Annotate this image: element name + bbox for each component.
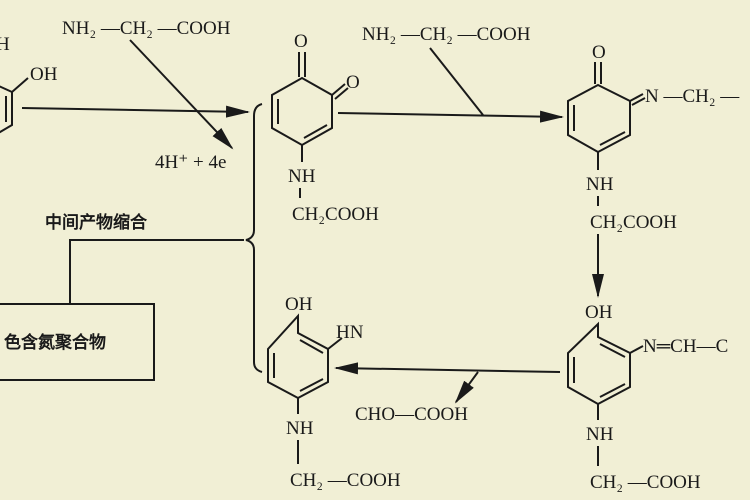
hydrolysis-arrow bbox=[334, 362, 561, 375]
h-label: H bbox=[0, 34, 10, 55]
hn-label: HN bbox=[336, 322, 364, 343]
side-chain-label: CH₂ —COOH bbox=[590, 472, 701, 493]
byproduct-arrow bbox=[129, 39, 234, 150]
imine-label: N═CH—C bbox=[643, 336, 728, 357]
quinone-molecule: O O NH CH₂COOH bbox=[271, 31, 379, 225]
oh-label: OH bbox=[30, 64, 58, 85]
byproduct-label: 4H⁺ + 4e bbox=[155, 152, 226, 173]
quinone-ring bbox=[567, 62, 646, 170]
nh-label: NH bbox=[286, 418, 314, 439]
benzene-ring bbox=[567, 321, 644, 420]
amino-phenol-molecule: OH HN NH CH₂ —COOH bbox=[267, 294, 401, 491]
glycine-label: NH₂ —CH₂ —COOH bbox=[62, 18, 231, 39]
reagent-line bbox=[429, 47, 484, 116]
nh-label: NH bbox=[586, 174, 614, 195]
oxygen-label: O bbox=[592, 42, 606, 63]
polymer-label: 色含氮聚合物 bbox=[4, 332, 106, 353]
oxygen-label: O bbox=[346, 72, 360, 93]
benzene-ring bbox=[267, 313, 343, 414]
connector-line bbox=[69, 239, 244, 304]
oh-label: OH bbox=[285, 294, 313, 315]
nh-label: NH bbox=[586, 424, 614, 445]
nh-label: NH bbox=[288, 166, 316, 187]
schiff-base-phenol-molecule: OH N═CH—C NH CH₂ —COOH bbox=[567, 302, 728, 493]
brace bbox=[245, 103, 263, 373]
quinone-ring bbox=[271, 52, 349, 162]
left-partial-molecule: H OH bbox=[0, 34, 58, 134]
oxygen-label: O bbox=[294, 31, 308, 52]
polymer-box bbox=[0, 303, 155, 381]
condensation-arrow bbox=[337, 110, 564, 123]
side-chain-label: CH₂COOH bbox=[292, 204, 379, 225]
imine-label: N —CH₂ — bbox=[645, 86, 740, 107]
intermediate-condensation-label: 中间产物缩合 bbox=[45, 212, 148, 233]
side-chain-label: CH₂COOH bbox=[590, 212, 677, 233]
glyoxylic-release-arrow bbox=[454, 371, 479, 404]
glycine-label: NH₂ —CH₂ —COOH bbox=[362, 24, 531, 45]
side-chain-label: CH₂ —COOH bbox=[290, 470, 401, 491]
imine-quinone-molecule: O N —CH₂ — NH CH₂COOH bbox=[567, 42, 740, 298]
oxidation-arrow bbox=[21, 105, 250, 118]
glyoxylic-acid-label: CHO—COOH bbox=[355, 404, 468, 425]
benzene-ring-partial bbox=[0, 77, 29, 134]
oh-label: OH bbox=[585, 302, 613, 323]
